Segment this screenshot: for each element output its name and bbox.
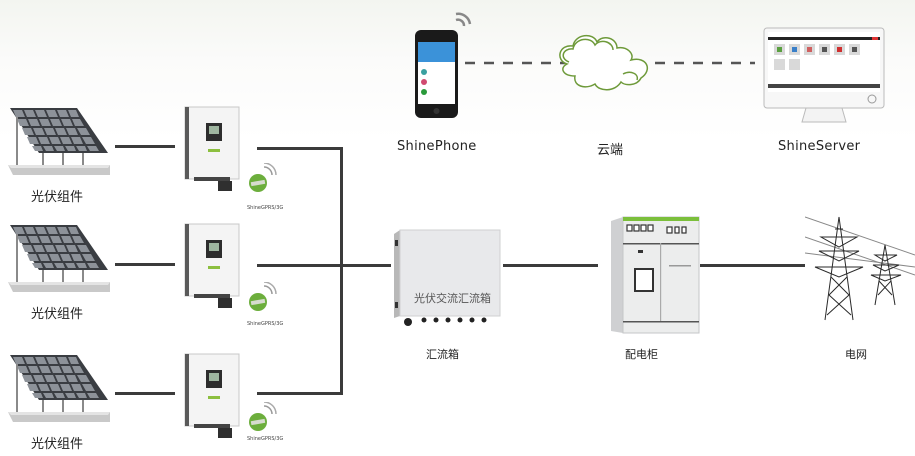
monitor-module-2 bbox=[244, 282, 280, 312]
combiner-box: 光伏交流汇流箱 bbox=[392, 228, 504, 328]
inverter-1 bbox=[182, 103, 246, 195]
shinephone-label: ShinePhone bbox=[397, 139, 477, 154]
monitor-module-1 bbox=[244, 163, 280, 193]
pv-module-label-2: 光伏组件 bbox=[31, 307, 84, 322]
pv-module-label-3: 光伏组件 bbox=[31, 437, 84, 452]
pv-module-3 bbox=[5, 352, 115, 432]
gprs-stick-icon bbox=[249, 282, 277, 311]
inverter-icon bbox=[184, 106, 240, 191]
connector-inverter-bus-1 bbox=[257, 147, 343, 150]
distribution-cabinet-icon bbox=[611, 216, 700, 334]
inverter-3 bbox=[182, 350, 246, 442]
connector-cabinet-grid bbox=[700, 264, 805, 267]
connector-pv-inverter-1 bbox=[115, 145, 175, 148]
shinephone-device bbox=[412, 8, 482, 120]
inverter-2 bbox=[182, 220, 246, 312]
combiner-box-icon bbox=[394, 229, 501, 326]
shineserver-label: ShineServer bbox=[778, 139, 861, 154]
monitor-label-1: ShineGPRS/3G bbox=[247, 205, 284, 211]
monitor-icon bbox=[763, 27, 885, 123]
connector-inverter-bus-2 bbox=[257, 264, 391, 267]
cloud-node bbox=[555, 30, 655, 98]
connector-combiner-cabinet bbox=[503, 264, 598, 267]
combiner-box-label: 汇流箱 bbox=[426, 348, 459, 361]
grid-label: 电网 bbox=[845, 348, 867, 361]
bus-bar bbox=[340, 147, 343, 395]
monitor-module-3 bbox=[244, 402, 280, 432]
dashed-link-cloud-server bbox=[655, 61, 755, 65]
gprs-stick-icon bbox=[249, 163, 277, 192]
monitor-label-2: ShineGPRS/3G bbox=[247, 321, 284, 327]
monitor-label-3: ShineGPRS/3G bbox=[247, 436, 284, 442]
power-grid bbox=[805, 215, 915, 325]
pv-module-label-1: 光伏组件 bbox=[31, 190, 84, 205]
distribution-cabinet-label: 配电柜 bbox=[625, 348, 658, 361]
pv-module-2 bbox=[5, 222, 115, 302]
connector-pv-inverter-3 bbox=[115, 392, 175, 395]
combiner-box-face-text: 光伏交流汇流箱 bbox=[414, 292, 491, 305]
cloud-label: 云端 bbox=[597, 143, 624, 158]
distribution-cabinet bbox=[607, 215, 703, 337]
cloud-icon bbox=[559, 34, 649, 91]
pv-module-1 bbox=[5, 105, 115, 185]
gprs-stick-icon bbox=[249, 402, 277, 431]
shineserver-device bbox=[762, 26, 887, 124]
inverter-icon bbox=[184, 223, 240, 308]
transmission-tower-icon bbox=[805, 216, 915, 321]
inverter-icon bbox=[184, 353, 240, 438]
connector-pv-inverter-2 bbox=[115, 263, 175, 266]
solar-panel-icon bbox=[8, 108, 110, 175]
dashed-link-phone-cloud bbox=[465, 61, 565, 65]
smartphone-icon bbox=[415, 12, 472, 118]
solar-panel-icon bbox=[8, 225, 110, 292]
connector-inverter-bus-3 bbox=[257, 392, 343, 395]
solar-panel-icon bbox=[8, 355, 110, 422]
